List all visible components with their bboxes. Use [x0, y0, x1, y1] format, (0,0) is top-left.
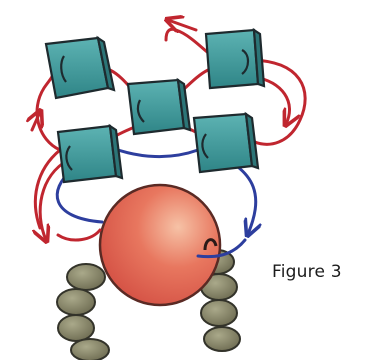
bead — [71, 339, 109, 360]
bead — [201, 300, 237, 326]
teal-block-top-right — [206, 30, 264, 88]
teal-block-mid-right — [194, 114, 258, 172]
teal-block-mid-left — [58, 126, 122, 182]
red-arrow-left-outer-2 — [58, 230, 100, 240]
bead — [204, 327, 240, 351]
figure-caption: Figure 3 — [272, 262, 342, 282]
teal-block-center — [128, 80, 190, 134]
teal-blocks — [46, 30, 264, 182]
bead — [67, 264, 105, 290]
sphere — [100, 185, 220, 305]
blue-arrow-link — [112, 148, 198, 157]
bead — [58, 315, 94, 341]
bead — [57, 289, 95, 315]
left-bead-chain — [57, 264, 109, 360]
teal-block-top-left — [46, 38, 114, 98]
